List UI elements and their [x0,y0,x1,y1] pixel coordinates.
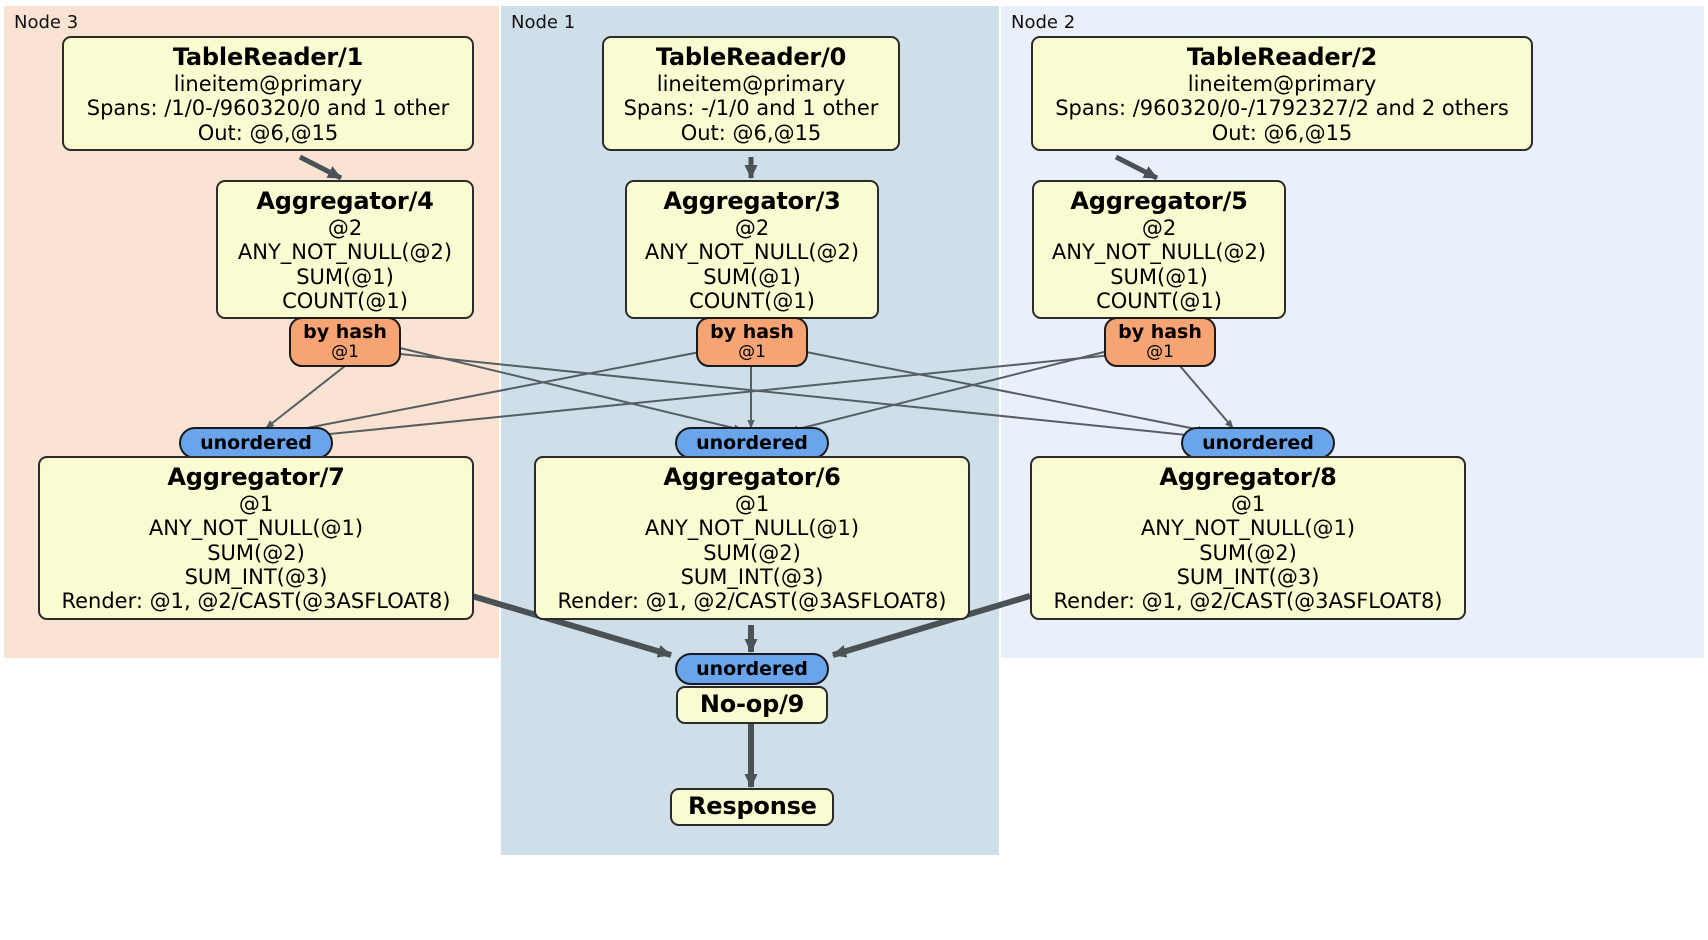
processor-detail-line: SUM_INT(@3) [1176,564,1320,589]
processor-title: Aggregator/4 [256,187,434,215]
processor-title: Aggregator/7 [167,463,345,491]
router-label: by hash [710,321,794,343]
router-column: @1 [738,341,766,362]
processor-aggregator-8[interactable]: Aggregator/8 @1 ANY_NOT_NULL(@1) SUM(@2)… [1030,456,1466,620]
processor-detail-line: SUM(@1) [1110,264,1208,289]
processor-detail-line: SUM(@1) [296,264,394,289]
processor-detail-line: Out: @6,@15 [197,120,339,145]
router-label: by hash [1118,321,1202,343]
processor-detail-line: lineitem@primary [1187,71,1377,96]
processor-title: Aggregator/5 [1070,187,1248,215]
processor-detail-line: Spans: /1/0-/960320/0 and 1 other [86,96,450,121]
processor-detail-line: ANY_NOT_NULL(@2) [644,240,860,265]
processor-table-reader-2[interactable]: TableReader/2 lineitem@primary Spans: /9… [1031,36,1533,151]
processor-title: Aggregator/8 [1159,463,1337,491]
processor-aggregator-7[interactable]: Aggregator/7 @1 ANY_NOT_NULL(@1) SUM(@2)… [38,456,474,620]
processor-aggregator-4[interactable]: Aggregator/4 @2 ANY_NOT_NULL(@2) SUM(@1)… [216,180,474,320]
input-synchronizer-unordered-final[interactable]: unordered [675,653,829,685]
processor-aggregator-3[interactable]: Aggregator/3 @2 ANY_NOT_NULL(@2) SUM(@1)… [625,180,879,320]
synchronizer-label: unordered [1202,432,1314,454]
output-router-by-hash-right[interactable]: by hash @1 [1104,317,1216,367]
input-synchronizer-unordered-right[interactable]: unordered [1181,427,1335,459]
edge-hash-right-to-unordered-mid [789,349,1113,433]
processor-response[interactable]: Response [670,788,834,826]
processor-title: Response [688,792,817,820]
processor-detail-line: ANY_NOT_NULL(@1) [148,516,364,541]
processor-detail-line: Out: @6,@15 [1211,120,1353,145]
processor-title: Aggregator/6 [663,463,841,491]
processor-detail-line: SUM(@2) [1199,540,1297,565]
edge-hash-mid-to-unordered-left [280,351,701,436]
synchronizer-label: unordered [696,432,808,454]
processor-title: TableReader/1 [172,43,364,71]
router-label: by hash [303,321,387,343]
processor-detail-line: Spans: -/1/0 and 1 other [623,96,879,121]
processor-detail-line: @1 [1230,491,1266,516]
edge-hash-mid-to-unordered-right [805,351,1207,434]
processor-table-reader-0[interactable]: TableReader/0 lineitem@primary Spans: -/… [602,36,900,151]
processor-detail-line: @2 [1141,215,1177,240]
processor-title: TableReader/0 [655,43,847,71]
processor-noop-9[interactable]: No-op/9 [676,686,828,724]
processor-detail-line: @1 [238,491,274,516]
router-column: @1 [331,341,359,362]
processor-detail-line: lineitem@primary [173,71,363,96]
processor-detail-line: Render: @1, @2/CAST(@3ASFLOAT8) [1053,589,1443,614]
processor-detail-line: COUNT(@1) [282,288,408,313]
processor-detail-line: SUM_INT(@3) [184,564,328,589]
processor-title: TableReader/2 [1186,43,1378,71]
processor-detail-line: ANY_NOT_NULL(@2) [1051,240,1267,265]
output-router-by-hash-mid[interactable]: by hash @1 [696,317,808,367]
edge-agg7-to-unordered-final [471,593,672,658]
node-panel-label-node1: Node 1 [511,12,576,33]
processor-title: Aggregator/3 [663,187,841,215]
processor-detail-line: Render: @1, @2/CAST(@3ASFLOAT8) [557,589,947,614]
edge-hash-left-to-unordered-right [399,353,1197,439]
processor-detail-line: SUM(@1) [703,264,801,289]
processor-aggregator-5[interactable]: Aggregator/5 @2 ANY_NOT_NULL(@2) SUM(@1)… [1032,180,1286,320]
node-panel-label-node2: Node 2 [1011,12,1076,33]
output-router-by-hash-left[interactable]: by hash @1 [289,317,401,367]
processor-detail-line: ANY_NOT_NULL(@1) [1140,516,1356,541]
edge-hash-left-to-unordered-left [265,365,346,429]
processor-detail-line: lineitem@primary [656,71,846,96]
processor-detail-line: ANY_NOT_NULL(@2) [237,240,453,265]
synchronizer-label: unordered [696,658,808,680]
input-synchronizer-unordered-left[interactable]: unordered [179,427,333,459]
edge-agg8-to-unordered-final [832,593,1031,658]
processor-detail-line: @1 [734,491,770,516]
processor-detail-line: ANY_NOT_NULL(@1) [644,516,860,541]
edge-hash-right-to-unordered-left [289,354,1113,441]
processor-detail-line: SUM(@2) [207,540,305,565]
edge-hash-left-to-unordered-mid [399,347,743,432]
processor-detail-line: Out: @6,@15 [680,120,822,145]
processor-detail-line: @2 [327,215,363,240]
edge-tr2-agg5 [1114,154,1159,181]
processor-detail-line: COUNT(@1) [1096,288,1222,313]
edge-hash-right-to-unordered-right [1179,365,1234,429]
input-synchronizer-unordered-mid[interactable]: unordered [675,427,829,459]
processor-detail-line: @2 [734,215,770,240]
processor-table-reader-1[interactable]: TableReader/1 lineitem@primary Spans: /1… [62,36,474,151]
node-panel-label-node3: Node 3 [14,12,79,33]
processor-detail-line: Render: @1, @2/CAST(@3ASFLOAT8) [61,589,451,614]
processor-aggregator-6[interactable]: Aggregator/6 @1 ANY_NOT_NULL(@1) SUM(@2)… [534,456,970,620]
processor-detail-line: Spans: /960320/0-/1792327/2 and 2 others [1055,96,1509,121]
router-column: @1 [1146,341,1174,362]
edge-tr1-agg4 [298,154,343,181]
processor-detail-line: SUM_INT(@3) [680,564,824,589]
synchronizer-label: unordered [200,432,312,454]
processor-detail-line: COUNT(@1) [689,288,815,313]
processor-title: No-op/9 [699,690,805,718]
processor-detail-line: SUM(@2) [703,540,801,565]
